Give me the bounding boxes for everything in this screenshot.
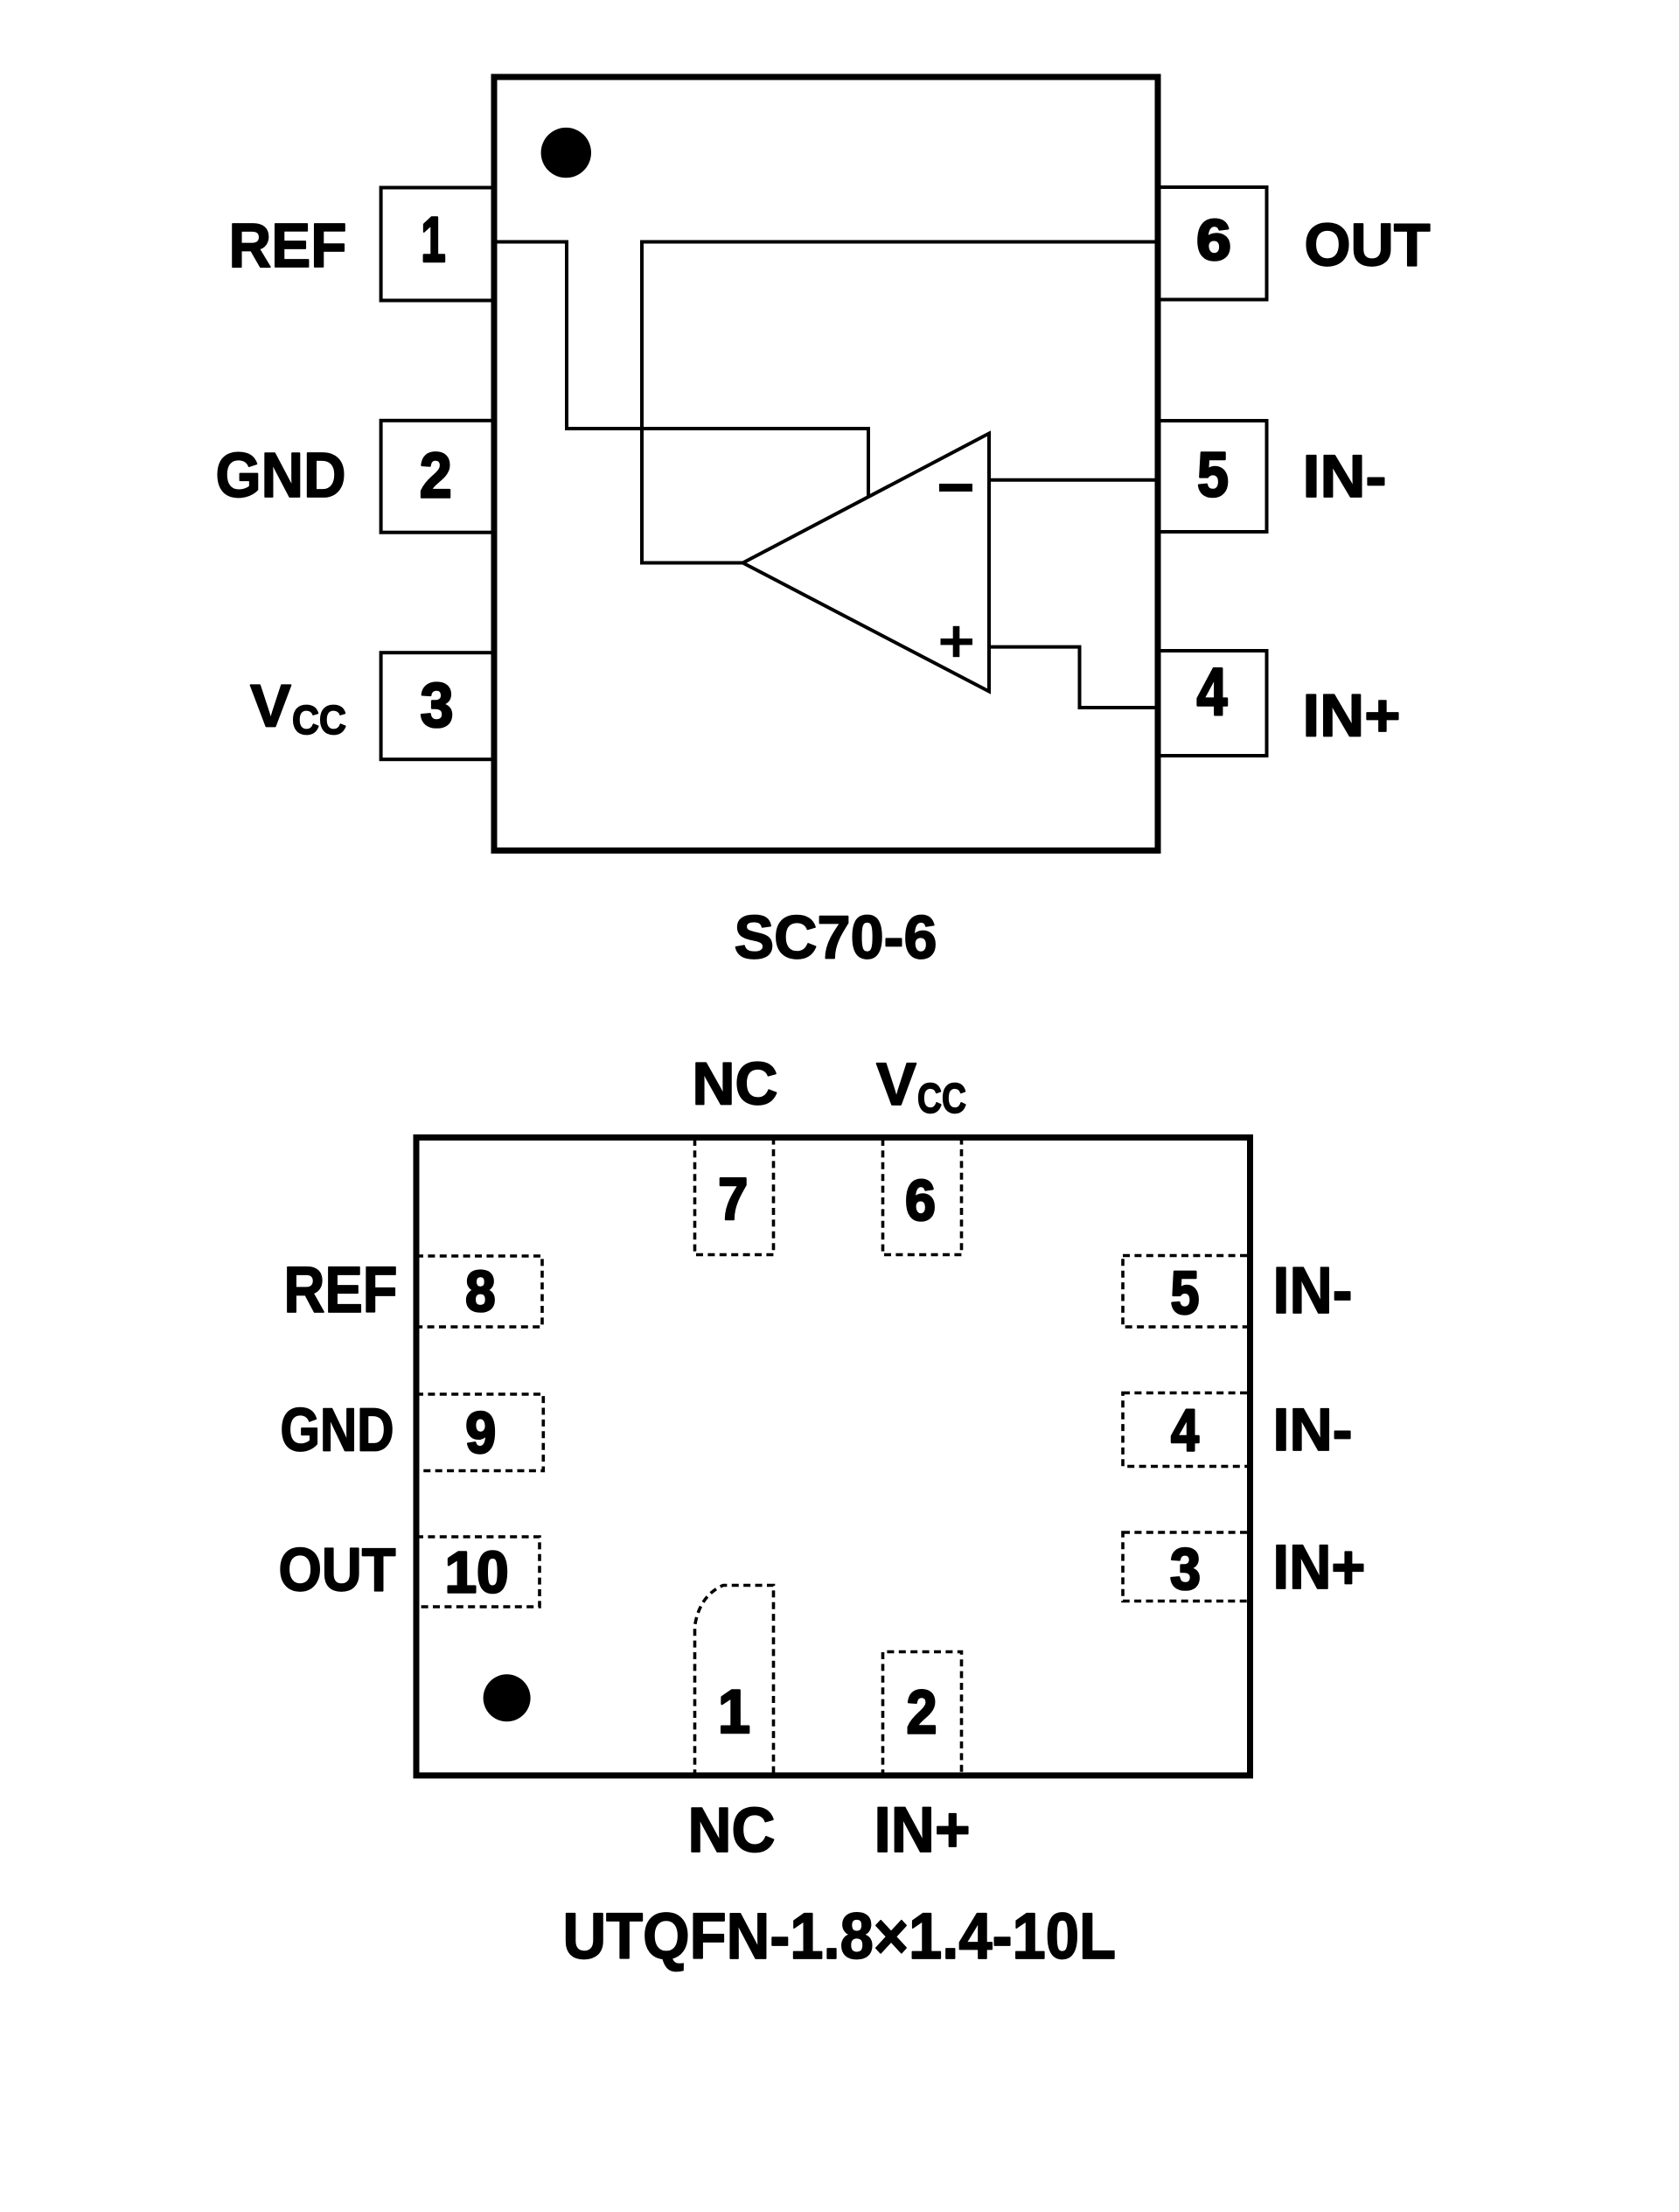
svg-text:IN-: IN- [1273, 1397, 1353, 1463]
svg-text:SC70-6: SC70-6 [735, 904, 937, 972]
svg-text:4: 4 [1171, 1398, 1199, 1464]
svg-text:7: 7 [718, 1167, 748, 1232]
svg-text:10: 10 [445, 1541, 509, 1606]
svg-text:V: V [876, 1051, 916, 1118]
svg-text:9: 9 [465, 1401, 496, 1466]
svg-text:NC: NC [693, 1050, 778, 1118]
svg-text:REF: REF [284, 1253, 398, 1326]
svg-text:1: 1 [718, 1677, 750, 1746]
svg-text:3: 3 [1170, 1537, 1201, 1602]
svg-text:IN+: IN+ [1303, 682, 1401, 750]
svg-text:REF: REF [229, 212, 347, 281]
svg-text:GND: GND [281, 1396, 394, 1464]
svg-text:1: 1 [421, 203, 446, 276]
svg-text:8: 8 [465, 1260, 496, 1324]
svg-text:NC: NC [688, 1796, 776, 1866]
svg-text:2: 2 [420, 438, 452, 511]
svg-text:IN-: IN- [1273, 1253, 1353, 1327]
svg-text:6: 6 [905, 1169, 936, 1233]
svg-text:V: V [250, 673, 291, 740]
svg-text:6: 6 [1196, 208, 1231, 273]
svg-text:5: 5 [1171, 1259, 1200, 1327]
svg-text:IN+: IN+ [1273, 1533, 1366, 1602]
svg-text:CC: CC [292, 697, 346, 743]
svg-text:UTQFN-1.8×1.4-10L: UTQFN-1.8×1.4-10L [563, 1900, 1117, 1972]
svg-text:IN+: IN+ [874, 1794, 971, 1866]
svg-text:CC: CC [917, 1076, 966, 1122]
svg-text:5: 5 [1197, 440, 1229, 511]
svg-text:OUT: OUT [279, 1536, 396, 1604]
svg-text:IN-: IN- [1303, 443, 1387, 510]
svg-text:3: 3 [421, 671, 454, 741]
svg-text:GND: GND [216, 441, 346, 511]
svg-text:2: 2 [907, 1677, 937, 1746]
svg-text:4: 4 [1197, 656, 1228, 730]
svg-text:OUT: OUT [1305, 212, 1431, 279]
